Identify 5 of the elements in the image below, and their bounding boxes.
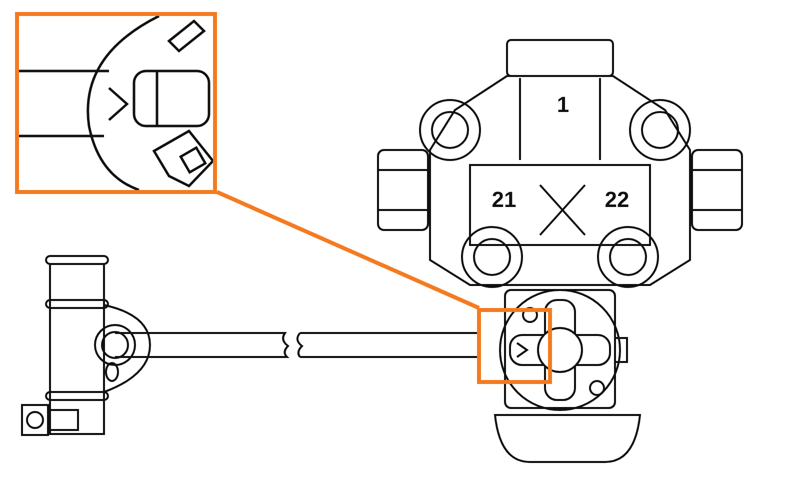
connector-line (216, 190, 480, 310)
port-number: 22 (604, 187, 630, 213)
port-number: 21 (492, 187, 516, 213)
highlight-frame (477, 308, 552, 384)
port-number: 1 (556, 92, 570, 118)
